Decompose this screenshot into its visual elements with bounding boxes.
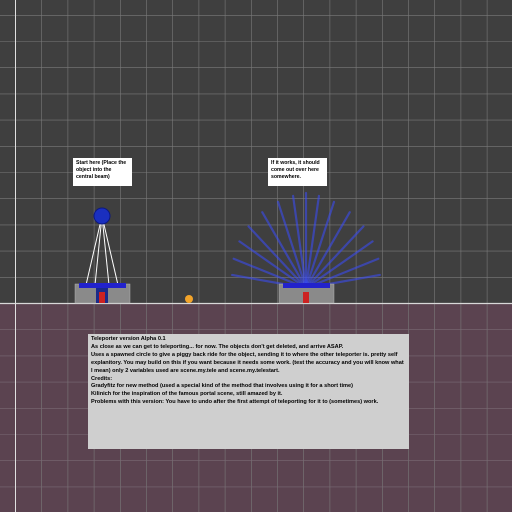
exit-ray <box>261 211 308 290</box>
info-title: Teleporter version Alpha 0.1 <box>91 336 166 342</box>
start-note: Start here (Place the object into the ce… <box>73 158 132 186</box>
exit-ray <box>276 200 308 290</box>
exit-ray <box>304 200 336 290</box>
exit-ray <box>304 240 374 290</box>
tether-line <box>85 215 103 286</box>
info-line: Uses a spawned circle to give a piggy ba… <box>91 351 404 374</box>
info-line: As close as we can get to teleporting...… <box>91 343 344 350</box>
spawned-circle[interactable] <box>93 207 111 225</box>
receiver-teleporter[interactable] <box>231 191 381 304</box>
exit-ray <box>238 240 308 290</box>
info-line: Credits: <box>91 375 113 382</box>
exit-ray <box>304 194 321 290</box>
info-line: Problems with this version: You have to … <box>91 399 379 406</box>
exit-ray <box>304 211 351 290</box>
exit-ray <box>291 194 308 290</box>
sky-background <box>0 0 512 303</box>
receiver-pad-top <box>283 283 330 288</box>
tether-line <box>101 215 110 286</box>
info-line: Kilinich for the inspiration of the famo… <box>91 391 283 398</box>
exit-note: If it works, it should come out over her… <box>268 158 327 186</box>
info-panel: Teleporter version Alpha 0.1 As close as… <box>88 334 409 449</box>
sender-pad-top <box>79 283 126 288</box>
exit-ray <box>304 225 365 290</box>
exit-ray <box>247 225 308 290</box>
info-line: Gradyfitz for new method (used a special… <box>91 383 354 390</box>
loose-ball[interactable] <box>185 295 193 303</box>
tether-line <box>101 215 119 286</box>
sender-teleporter[interactable] <box>74 207 131 304</box>
receiver-core <box>303 292 309 303</box>
tether-line <box>94 215 103 286</box>
receiver-core <box>99 292 105 303</box>
